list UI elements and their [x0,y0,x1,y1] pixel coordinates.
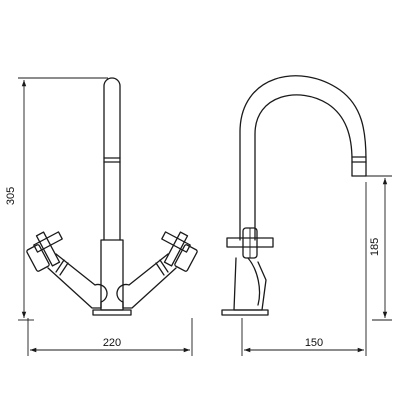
front-right-arm-band [155,262,165,276]
front-left-arm [47,253,108,309]
side-spout-inner [254,94,353,241]
front-height-label: 305 [5,187,17,205]
front-base-plate [92,309,132,316]
front-width-label: 220 [103,337,121,349]
front-right-cross-handle [161,231,198,272]
front-spout [103,77,121,241]
side-cross-handle [226,227,274,259]
side-spout-outer [239,75,367,241]
front-right-arm [116,253,177,309]
front-left-cross-handle [26,231,63,272]
front-left-arm-band [55,259,65,273]
front-right-arm-band [159,259,169,273]
front-view [26,77,198,316]
side-view [221,75,367,316]
dimension-lines [18,77,392,356]
side-body [233,257,267,311]
side-base-plate [221,309,269,316]
side-height-label: 185 [369,238,381,256]
side-width-label: 150 [305,337,323,349]
side-arm [247,257,261,306]
front-left-arm-band [59,262,69,276]
